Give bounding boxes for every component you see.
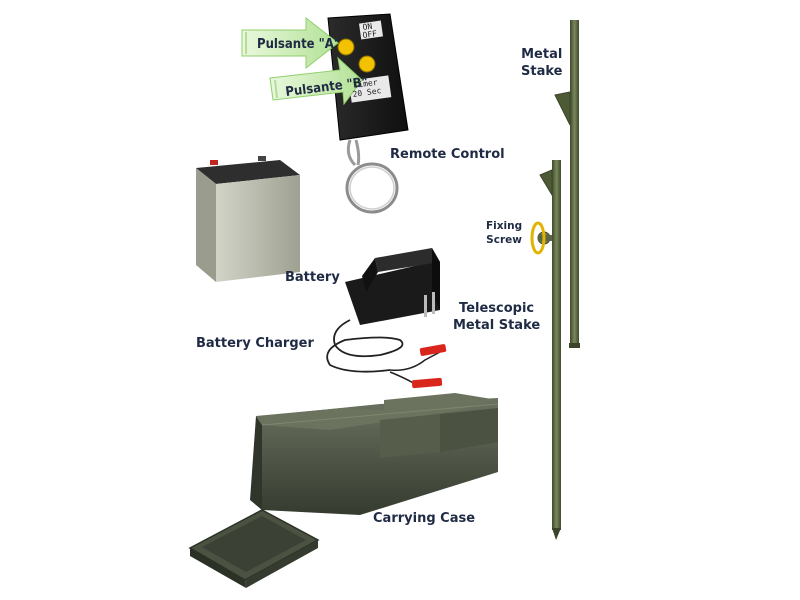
remote-control <box>327 13 409 214</box>
battery-label: Battery <box>285 270 340 285</box>
fixing-screw-label: Fixing Screw <box>486 219 522 247</box>
metal-stake-label-line1: Metal <box>521 47 563 62</box>
telescopic-stake-label-line1: Telescopic <box>459 301 535 316</box>
fixing-screw-highlight <box>530 221 546 255</box>
telescopic-stake <box>537 160 561 540</box>
remote-on-label: ON <box>362 22 373 32</box>
metal-stake-label-line2: Stake <box>521 64 563 79</box>
metal-stake <box>554 20 580 348</box>
battery-charger <box>326 248 447 389</box>
button-a-callout-arrow <box>241 16 339 70</box>
remote-timer-duration-label: 20 Sec <box>352 86 382 99</box>
fixing-screw-label-line1: Fixing <box>486 220 523 232</box>
fixing-screw-label-line2: Screw <box>486 234 522 246</box>
button-a-callout-text: Pulsante "A" <box>257 37 340 52</box>
remote-off-label: OFF <box>362 29 378 40</box>
carrying-case-label: Carrying Case <box>373 511 476 526</box>
telescopic-stake-label: Telescopic Metal Stake <box>453 300 540 334</box>
carrying-case-lid <box>188 509 320 588</box>
button-b-callout-arrow <box>269 56 363 106</box>
battery-charger-label: Battery Charger <box>196 336 314 351</box>
metal-stake-label: Metal Stake <box>521 46 562 80</box>
remote-timer-label: Timer <box>353 78 378 90</box>
remote-control-label: Remote Control <box>390 147 505 162</box>
carrying-case <box>250 393 499 515</box>
battery <box>196 156 300 282</box>
telescopic-stake-label-line2: Metal Stake <box>453 318 541 333</box>
